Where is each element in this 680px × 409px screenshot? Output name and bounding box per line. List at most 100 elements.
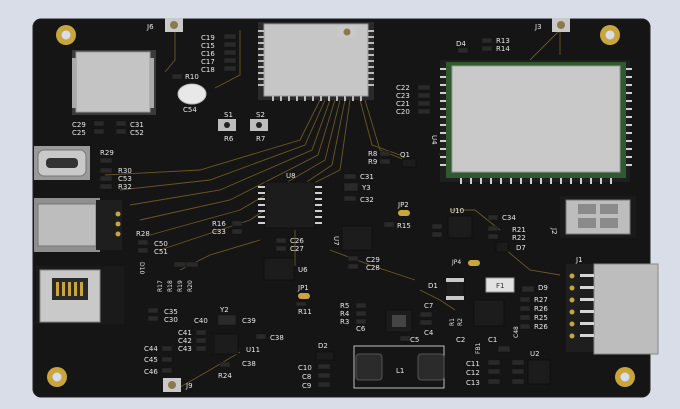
caps-c25-c52: C29 C25 C31 C52 bbox=[72, 120, 144, 137]
jumper-jp4: JP4 bbox=[451, 259, 480, 266]
r21-label: R21 bbox=[512, 226, 526, 234]
c50-label: C50 bbox=[154, 240, 168, 248]
c21-label: C21 bbox=[396, 100, 410, 108]
d1-label: D1 bbox=[428, 282, 438, 290]
c23-label: C23 bbox=[396, 92, 410, 100]
r26-label: R26 bbox=[534, 305, 548, 313]
fb1-label: FB1 bbox=[475, 342, 482, 354]
j2-label: J2 bbox=[550, 227, 558, 235]
r30-label: R30 bbox=[118, 167, 132, 175]
parts-r16-c33: R16 C33 bbox=[212, 220, 243, 236]
u8-label: U8 bbox=[286, 172, 296, 180]
chip-u8: U8 bbox=[258, 172, 322, 229]
c25-label: C25 bbox=[72, 129, 86, 137]
jp1-label: JP1 bbox=[297, 284, 309, 292]
module-u4: U4 bbox=[430, 60, 632, 184]
c44-label: C44 bbox=[144, 345, 158, 353]
switch-s1: S1 R6 bbox=[218, 111, 236, 143]
c29b-label: C29 bbox=[366, 256, 380, 264]
mounting-hole-top-left bbox=[56, 25, 76, 45]
c40-label: C40 bbox=[194, 317, 208, 325]
parts-c11-u2: C11 C12 C13 U2 bbox=[466, 350, 551, 387]
y3-label: Y3 bbox=[361, 184, 371, 192]
parts-r21-d7: R21 R22 D7 bbox=[487, 225, 526, 253]
r22-label: R22 bbox=[512, 234, 526, 242]
c38b-label: C38 bbox=[242, 360, 256, 368]
u10-label: U10 bbox=[450, 207, 464, 215]
connector-j3: J3 bbox=[534, 18, 570, 32]
d4-label: D4 bbox=[456, 40, 466, 48]
connector-j9: J9 bbox=[163, 378, 193, 392]
d2-label: D2 bbox=[318, 342, 328, 350]
c13-label: C13 bbox=[466, 379, 480, 387]
caps-c20-c23: C22 C23 C21 C20 bbox=[396, 84, 431, 116]
usb-c-connector bbox=[34, 146, 90, 180]
chip-u10: U10 C34 bbox=[431, 207, 516, 239]
r6-label: R6 bbox=[224, 135, 234, 143]
c52-label: C52 bbox=[130, 129, 144, 137]
caps-c35-c30: C35 C30 bbox=[147, 307, 178, 324]
s2-label: S2 bbox=[256, 111, 265, 119]
chip-u7-group: C26 C27 U7 C29 C28 bbox=[275, 225, 380, 272]
j3-label: J3 bbox=[534, 23, 542, 31]
diode-d1: D1 bbox=[428, 277, 465, 301]
r25-label: R25 bbox=[534, 314, 548, 322]
r5-label: R5 bbox=[340, 302, 349, 310]
c32-label: C32 bbox=[360, 196, 374, 204]
microsd-holder bbox=[36, 266, 124, 324]
f1-label: F1 bbox=[496, 282, 504, 290]
r3-label: R3 bbox=[340, 318, 349, 326]
r7-label: R7 bbox=[256, 135, 265, 143]
card-holder-left-top bbox=[34, 198, 122, 252]
c46-label: C46 bbox=[144, 368, 158, 376]
c27-label: C27 bbox=[290, 245, 304, 253]
jumper-jp1: JP1 R11 bbox=[295, 284, 312, 316]
c31b-label: C31 bbox=[360, 173, 374, 181]
c9-label: C9 bbox=[302, 382, 311, 390]
r18-label: R18 bbox=[167, 280, 174, 292]
inductor-l1: L1 bbox=[353, 345, 445, 389]
jp2-label: JP2 bbox=[397, 201, 409, 209]
sim-holder-j2: J2 bbox=[550, 196, 636, 238]
c29-label: C29 bbox=[72, 121, 86, 129]
rf-module-left bbox=[72, 50, 156, 115]
r10-label: R10 bbox=[185, 73, 199, 81]
j9-label: J9 bbox=[185, 382, 193, 390]
d10-label: D10 bbox=[138, 262, 145, 274]
r20-label: R20 bbox=[187, 280, 194, 292]
r11-label: R11 bbox=[298, 308, 312, 316]
r8-label: R8 bbox=[368, 150, 377, 158]
c41-label: C41 bbox=[178, 329, 192, 337]
c11-label: C11 bbox=[466, 360, 480, 368]
d7-label: D7 bbox=[516, 244, 526, 252]
c18-label: C18 bbox=[201, 66, 215, 74]
mounting-hole-bottom-left bbox=[47, 367, 67, 387]
r28-label: R28 bbox=[136, 230, 150, 238]
parts-d9-r27: D9 R27 R26 R25 R26 bbox=[519, 284, 548, 331]
parts-r3-r5-c6: R5 R4 R3 C6 bbox=[340, 302, 367, 333]
chip-u11: U11 C38 C38 R24 bbox=[213, 333, 284, 380]
u6-label: U6 bbox=[298, 266, 308, 274]
r26b-label: R26 bbox=[534, 323, 548, 331]
caps-c15-c19: C19 C15 C16 C17 C18 bbox=[201, 33, 237, 74]
crystal-y3-group: C31 Y3 C32 bbox=[343, 173, 374, 204]
connector-j1: J1 bbox=[566, 256, 659, 355]
j6-label: J6 bbox=[146, 23, 154, 31]
parts-d4-r13-r14: D4 R13 R14 bbox=[456, 37, 510, 54]
resistors-r17-r20: R17 R18 R19 R20 bbox=[157, 261, 199, 292]
c42-label: C42 bbox=[178, 337, 192, 345]
crystal-y2-group: C40 Y2 C39 bbox=[194, 306, 256, 326]
connector-j6: J6 bbox=[146, 18, 183, 32]
c35-label: C35 bbox=[164, 308, 178, 316]
c54-label: C54 bbox=[183, 106, 197, 114]
r4-label: R4 bbox=[340, 310, 350, 318]
q1-label: Q1 bbox=[400, 151, 410, 159]
r19-label: R19 bbox=[177, 280, 184, 292]
parts-r29-r32: R29 R30 C53 R32 bbox=[99, 149, 132, 191]
s1-label: S1 bbox=[224, 111, 233, 119]
c4-label: C4 bbox=[424, 329, 434, 337]
r17-label: R17 bbox=[157, 280, 164, 292]
u11-label: U11 bbox=[246, 346, 260, 354]
